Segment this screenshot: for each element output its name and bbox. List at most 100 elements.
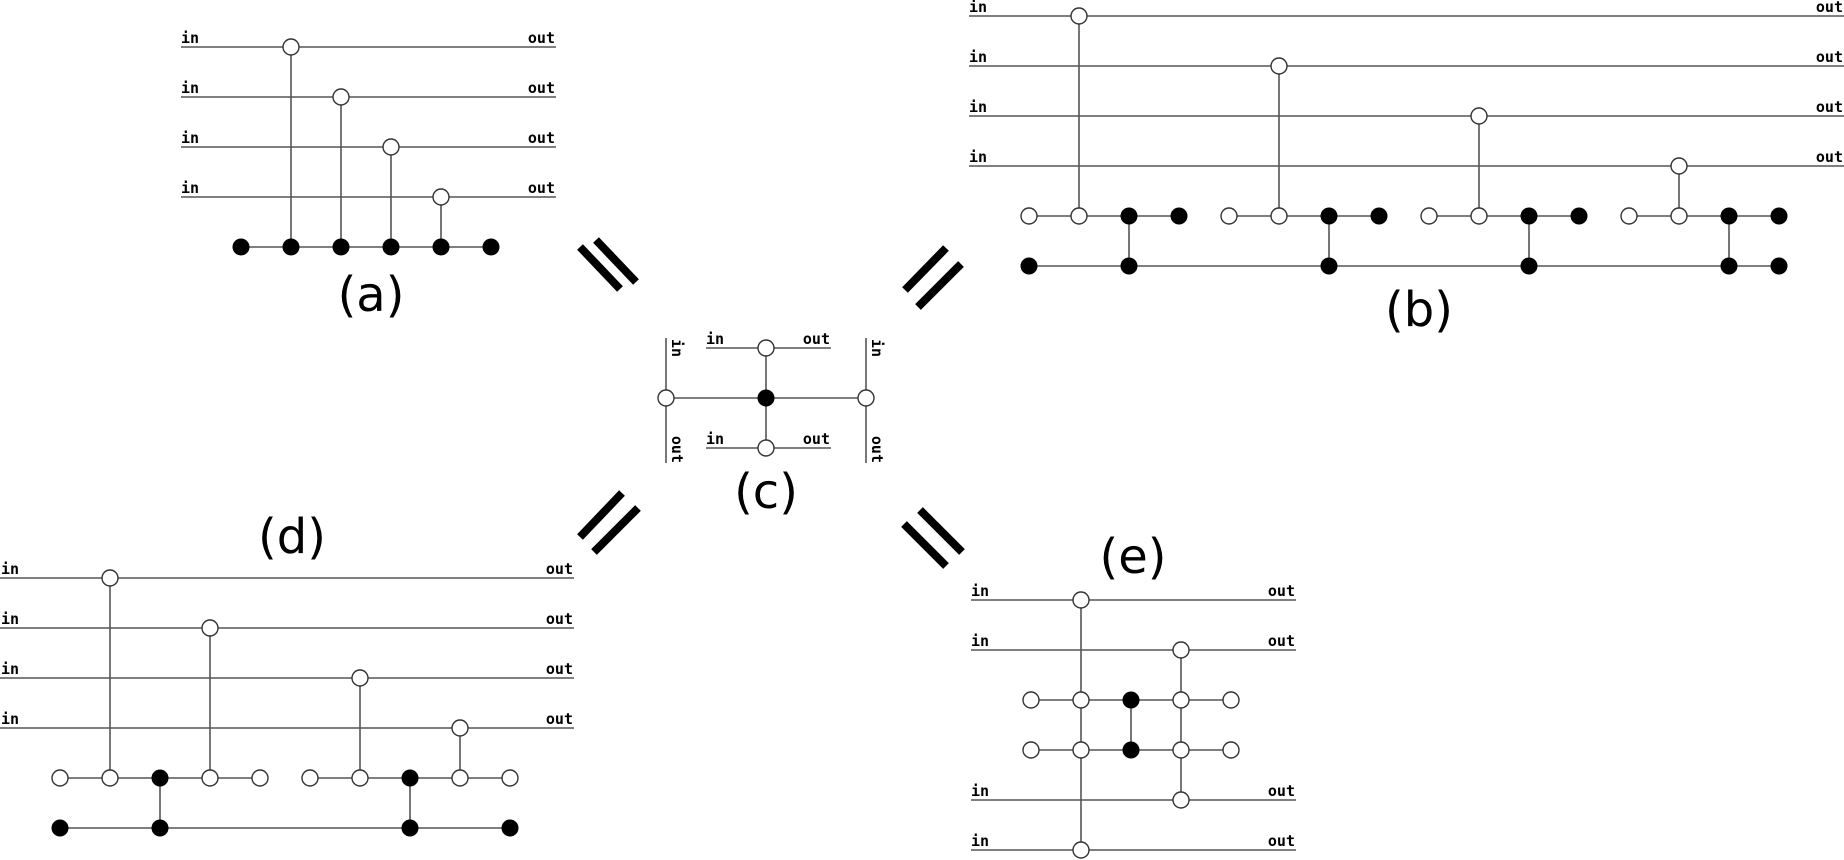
output-label: out xyxy=(668,436,686,463)
panel-label-a: (a) xyxy=(338,267,405,323)
equals-sign-lower-right xyxy=(901,507,965,569)
output-label: out xyxy=(528,79,555,97)
filled-node xyxy=(282,238,300,256)
open-node xyxy=(1222,691,1240,709)
filled-node xyxy=(1770,207,1788,225)
open-node xyxy=(451,719,469,737)
filled-node xyxy=(382,238,400,256)
output-label: out xyxy=(528,179,555,197)
open-node xyxy=(1070,7,1088,25)
filled-node xyxy=(1520,207,1538,225)
filled-node xyxy=(1170,207,1188,225)
input-label: in xyxy=(971,832,989,850)
filled-node xyxy=(1770,257,1788,275)
filled-node xyxy=(1520,257,1538,275)
open-node xyxy=(1420,207,1438,225)
open-node xyxy=(1670,207,1688,225)
output-label: out xyxy=(528,29,555,47)
filled-node xyxy=(1570,207,1588,225)
output-label: out xyxy=(1268,632,1295,650)
open-node xyxy=(1072,691,1090,709)
panel-label-d: (d) xyxy=(258,509,326,565)
input-label: in xyxy=(706,430,724,448)
open-node xyxy=(382,138,400,156)
output-label: out xyxy=(1816,148,1843,166)
open-node xyxy=(101,769,119,787)
open-node xyxy=(1670,157,1688,175)
open-node xyxy=(351,669,369,687)
input-label: in xyxy=(706,330,724,348)
filled-node xyxy=(1122,691,1140,709)
equals-sign-upper-right xyxy=(902,245,964,310)
panel-e: in in in in out out out out (e) xyxy=(971,529,1296,859)
input-label: in xyxy=(1,710,19,728)
open-node xyxy=(1172,741,1190,759)
output-label: out xyxy=(1268,582,1295,600)
input-label: in xyxy=(971,582,989,600)
input-label: in xyxy=(868,339,886,357)
filled-node xyxy=(401,819,419,837)
output-label: out xyxy=(1816,98,1843,116)
open-node xyxy=(351,769,369,787)
panel-c: in in out out in in out out (c) xyxy=(657,330,886,520)
output-label: out xyxy=(546,660,573,678)
input-label: in xyxy=(181,79,199,97)
filled-node xyxy=(1122,741,1140,759)
input-label: in xyxy=(181,129,199,147)
open-node xyxy=(657,389,675,407)
input-label: in xyxy=(971,632,989,650)
output-label: out xyxy=(803,430,830,448)
output-label: out xyxy=(1816,0,1843,16)
open-node xyxy=(1022,741,1040,759)
filled-node xyxy=(1320,257,1338,275)
filled-node xyxy=(151,819,169,837)
filled-node xyxy=(51,819,69,837)
input-label: in xyxy=(969,148,987,166)
filled-node xyxy=(1370,207,1388,225)
panel-label-c: (c) xyxy=(734,464,798,520)
filled-node xyxy=(332,238,350,256)
output-label: out xyxy=(546,710,573,728)
open-node xyxy=(1072,741,1090,759)
output-label: out xyxy=(803,330,830,348)
input-label: in xyxy=(181,29,199,47)
filled-node xyxy=(401,769,419,787)
open-node xyxy=(1270,207,1288,225)
open-node xyxy=(1270,57,1288,75)
filled-node xyxy=(482,238,500,256)
filled-node xyxy=(1720,257,1738,275)
open-node xyxy=(757,339,775,357)
filled-node xyxy=(1120,207,1138,225)
output-label: out xyxy=(1268,782,1295,800)
open-node xyxy=(101,569,119,587)
filled-node xyxy=(501,819,519,837)
equals-sign-upper-left xyxy=(577,237,639,292)
filled-node xyxy=(1020,257,1038,275)
input-label: in xyxy=(1,610,19,628)
open-node xyxy=(1070,207,1088,225)
input-label: in xyxy=(1,560,19,578)
input-label: in xyxy=(181,179,199,197)
output-label: out xyxy=(546,560,573,578)
filled-node xyxy=(1120,257,1138,275)
filled-node xyxy=(1720,207,1738,225)
open-node xyxy=(451,769,469,787)
open-node xyxy=(332,88,350,106)
filled-node xyxy=(151,769,169,787)
filled-node xyxy=(432,238,450,256)
open-node xyxy=(857,389,875,407)
open-node xyxy=(501,769,519,787)
open-node xyxy=(1470,207,1488,225)
open-node xyxy=(1220,207,1238,225)
panel-a: in in in in out out out out (a) xyxy=(181,29,556,323)
panel-label-e: (e) xyxy=(1100,529,1167,585)
input-label: in xyxy=(969,48,987,66)
open-node xyxy=(201,619,219,637)
output-label: out xyxy=(546,610,573,628)
open-node xyxy=(1172,691,1190,709)
open-node xyxy=(301,769,319,787)
equals-sign-lower-left xyxy=(577,490,641,555)
open-node xyxy=(51,769,69,787)
input-label: in xyxy=(969,98,987,116)
